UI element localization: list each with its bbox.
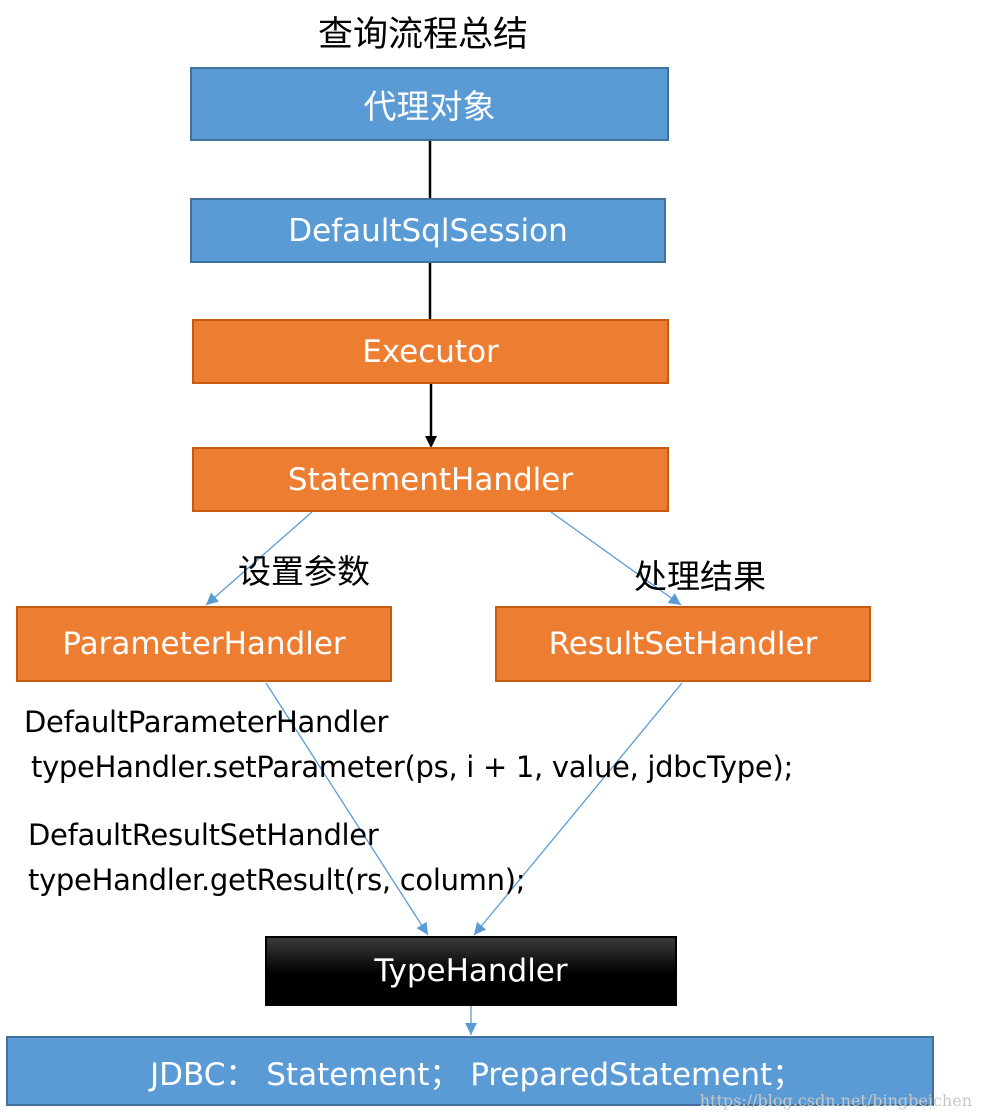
node-proxy: 代理对象 [190,67,669,141]
node-executor: Executor [192,319,669,384]
edge-resultsethandler-to-typehandler [473,682,683,936]
edge-parameterhandler-to-typehandler [265,682,429,936]
annotation-result-call: typeHandler.getResult(rs, column); [28,863,526,897]
node-parameter-handler: ParameterHandler [16,606,392,682]
edge-statement-to-resultsethandler [550,511,682,606]
node-resultset-handler: ResultSetHandler [495,606,871,682]
node-jdbc: JDBC： Statement； PreparedStatement； [6,1036,934,1106]
annotation-result-class: DefaultResultSetHandler [28,818,379,852]
node-default-sql-session: DefaultSqlSession [190,198,666,263]
label-handle-results: 处理结果 [634,557,766,596]
diagram-title: 查询流程总结 [318,15,529,55]
edge-statement-to-parameterhandler [205,511,313,606]
edge-executor-arrowhead [425,436,437,448]
watermark: https://blog.csdn.net/bingbeichen [699,1091,972,1110]
label-set-parameters: 设置参数 [238,552,370,591]
annotation-param-call: typeHandler.setParameter(ps, i + 1, valu… [31,750,793,784]
node-statement-handler: StatementHandler [192,447,669,512]
annotation-param-class: DefaultParameterHandler [24,705,389,739]
node-type-handler: TypeHandler [265,936,677,1006]
